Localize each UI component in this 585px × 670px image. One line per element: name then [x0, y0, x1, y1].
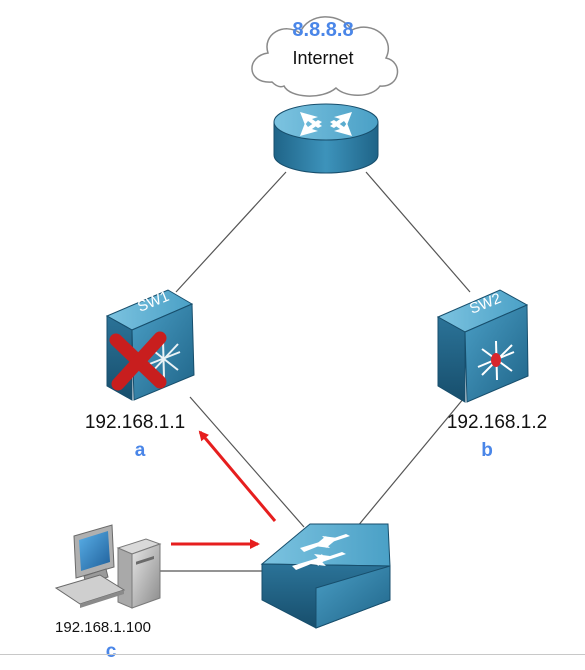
bottom-divider	[0, 654, 585, 655]
sw2-switch-icon: SW2	[436, 289, 529, 403]
pc-letter-label: c	[105, 641, 117, 662]
router-icon	[273, 103, 379, 174]
link-router-sw2	[365, 171, 471, 293]
access-switch-icon	[260, 523, 391, 629]
sw1-letter-label: a	[134, 440, 146, 461]
failure-cross-icon	[109, 331, 167, 391]
internet-ip-label: 8.8.8.8	[292, 19, 354, 41]
arrow-access-switch-to-sw1	[198, 430, 277, 522]
network-links	[160, 171, 471, 572]
sw2-ip-label: 192.168.1.2	[446, 412, 548, 433]
pc-keyboard	[54, 574, 126, 608]
link-sw2-access-switch	[356, 397, 465, 528]
pc-ip-label: 192.168.1.100	[55, 619, 151, 636]
link-router-sw1	[175, 171, 287, 293]
pc-tower	[116, 538, 162, 609]
pc-icon	[54, 524, 162, 609]
link-sw1-access-switch	[189, 396, 305, 528]
cloud-icon	[251, 16, 399, 97]
internet-label: Internet	[292, 48, 354, 68]
sw1-switch-icon: SW1	[105, 288, 195, 401]
pc-monitor	[73, 524, 115, 585]
sw2-letter-label: b	[481, 440, 493, 461]
sw1-ip-label: 192.168.1.1	[84, 412, 186, 433]
traffic-arrows	[171, 430, 277, 549]
